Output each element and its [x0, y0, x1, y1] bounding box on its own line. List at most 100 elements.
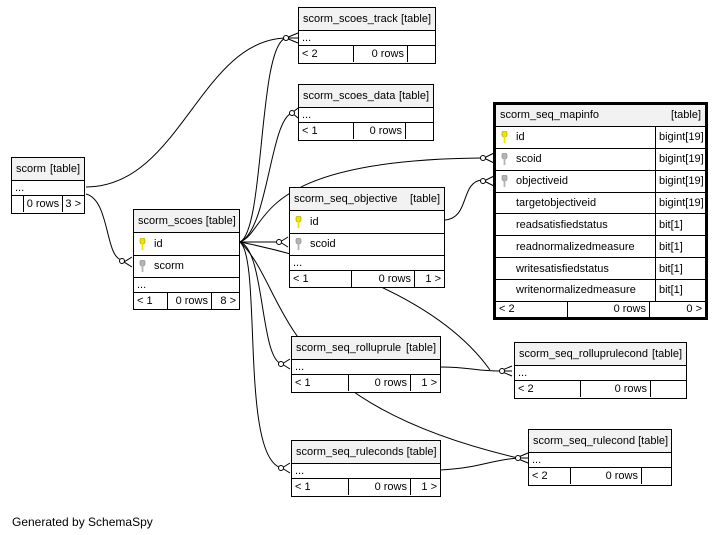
children-count: 1 > — [410, 375, 440, 391]
row-count: 0 rows — [614, 383, 647, 395]
table-footer: < 1 0 rows 1 > — [292, 375, 440, 391]
parents-count: < 1 — [299, 123, 354, 139]
edge-scorm-scorm-scoes — [85, 193, 123, 261]
parents-count: < 1 — [292, 375, 349, 391]
column-scoid[interactable]: scoid — [290, 234, 444, 257]
marker-objective — [276, 236, 289, 248]
table-scorm-seq-rulecond[interactable]: scorm_seq_rulecond[table] ... < 2 0 rows — [528, 429, 672, 486]
table-type: [table] — [671, 109, 701, 122]
table-footer: < 1 0 rows 8 > — [134, 293, 239, 309]
foreign-key-icon — [290, 238, 306, 251]
table-scorm-scoes-data[interactable]: scorm_scoes_data[table] ... < 1 0 rows — [298, 84, 434, 141]
column-name: writesatisfiedstatus — [516, 262, 609, 275]
row-count: 0 rows — [605, 470, 638, 482]
table-ellipsis: ... — [12, 181, 84, 196]
table-ellipsis: ... — [290, 256, 444, 272]
column-scorm[interactable]: scorm — [134, 256, 239, 279]
foreign-key-icon — [496, 153, 512, 166]
primary-key-icon — [134, 237, 150, 250]
table-footer: < 2 0 rows — [529, 468, 671, 484]
table-ellipsis: ... — [299, 31, 435, 46]
table-header: scorm[table] — [12, 158, 84, 181]
column-id[interactable]: id — [134, 233, 239, 256]
table-name: scorm_seq_mapinfo — [500, 109, 600, 122]
table-footer: < 1 0 rows — [299, 123, 433, 139]
parents-count: < 1 — [134, 293, 168, 309]
edge-objective-mapinfo — [444, 179, 483, 221]
edge-ruleconds-rulecond — [439, 457, 519, 471]
parents-count: < 1 — [292, 479, 349, 495]
table-ellipsis: ... — [292, 360, 440, 375]
table-header: scorm_seq_mapinfo [table] — [496, 105, 705, 127]
column-name: readnormalizedmeasure — [516, 240, 635, 253]
column-id[interactable]: id — [290, 211, 444, 234]
table-name: scorm_scoes_track — [303, 13, 398, 25]
primary-key-icon — [290, 215, 306, 228]
column-type: bigint[19] — [655, 170, 705, 192]
column-name: readsatisfiedstatus — [516, 218, 608, 231]
table-type: [table] — [399, 90, 429, 102]
column-type: bit[1] — [655, 236, 705, 258]
table-scorm-seq-rolluprule[interactable]: scorm_seq_rolluprule[table] ... < 1 0 ro… — [291, 336, 441, 393]
table-scorm-seq-ruleconds[interactable]: scorm_seq_ruleconds[table] ... < 1 0 row… — [291, 440, 441, 497]
children-count — [641, 468, 671, 484]
table-name: scorm_seq_objective — [294, 192, 398, 205]
table-ellipsis: ... — [529, 453, 671, 468]
edge-scoes-mapinfo — [239, 157, 483, 243]
table-scorm-scoes-track[interactable]: scorm_scoes_track[table] ... < 2 0 rows — [298, 7, 436, 64]
table-scorm-seq-objective[interactable]: scorm_seq_objective[table] id scoid ... … — [289, 187, 445, 288]
children-count: 1 > — [414, 271, 444, 287]
edge-scorm-scoes-track — [85, 37, 287, 188]
column-readnormalizedmeasure[interactable]: readnormalizedmeasure bit[1] — [496, 236, 705, 259]
table-name: scorm_seq_rolluprulecond — [519, 348, 649, 360]
children-count — [407, 46, 435, 62]
table-scorm[interactable]: scorm[table] ... 0 rows 3 > — [11, 157, 85, 214]
row-count: 0 rows — [26, 198, 60, 210]
table-ellipsis: ... — [292, 464, 440, 479]
marker-rolluprule — [278, 358, 291, 370]
children-count — [405, 123, 433, 139]
table-header: scorm_seq_rolluprulecond[table] — [515, 343, 686, 366]
table-header: scorm_scoes_data[table] — [299, 85, 433, 108]
children-count — [650, 381, 686, 397]
table-ellipsis: ... — [515, 366, 686, 381]
children-count: 0 > — [649, 301, 705, 318]
table-name: scorm_scoes_data — [303, 90, 396, 102]
column-type: bigint[19] — [655, 192, 705, 214]
foreign-key-icon — [134, 260, 150, 273]
column-readsatisfiedstatus[interactable]: readsatisfiedstatus bit[1] — [496, 214, 705, 237]
table-scorm-seq-rolluprulecond[interactable]: scorm_seq_rolluprulecond[table] ... < 2 … — [514, 342, 687, 399]
parents-count: < 2 — [299, 46, 354, 62]
row-count: 0 rows — [613, 303, 646, 316]
marker-mapinfo-objectiveid — [480, 175, 495, 187]
primary-key-icon — [496, 131, 512, 144]
parents-count: < 1 — [290, 271, 352, 287]
table-header: scorm_seq_objective[table] — [290, 188, 444, 211]
table-scorm-scoes[interactable]: scorm_scoes[table] id scorm ... < 1 0 ro… — [133, 209, 240, 310]
marker-scoes-data — [289, 107, 299, 119]
table-footer: < 1 0 rows 1 > — [290, 271, 444, 287]
edge-scoes-ruleconds — [239, 241, 283, 469]
table-ellipsis: ... — [299, 108, 433, 123]
table-header: scorm_scoes[table] — [134, 210, 239, 233]
column-name: scoid — [310, 238, 336, 251]
table-type: [table] — [205, 214, 236, 227]
row-count: 0 rows — [371, 48, 404, 60]
marker-ruleconds — [278, 462, 291, 474]
column-type: bit[1] — [655, 214, 705, 236]
marker-scoes-track — [283, 32, 299, 44]
column-name: scoid — [516, 153, 542, 166]
edge-scoes-scoes-data — [239, 112, 293, 243]
table-type: [table] — [401, 13, 431, 25]
column-name: writenormalizedmeasure — [516, 284, 636, 297]
table-name: scorm_seq_ruleconds — [296, 446, 404, 458]
table-ellipsis: ... — [134, 278, 239, 294]
table-type: [table] — [406, 446, 437, 458]
